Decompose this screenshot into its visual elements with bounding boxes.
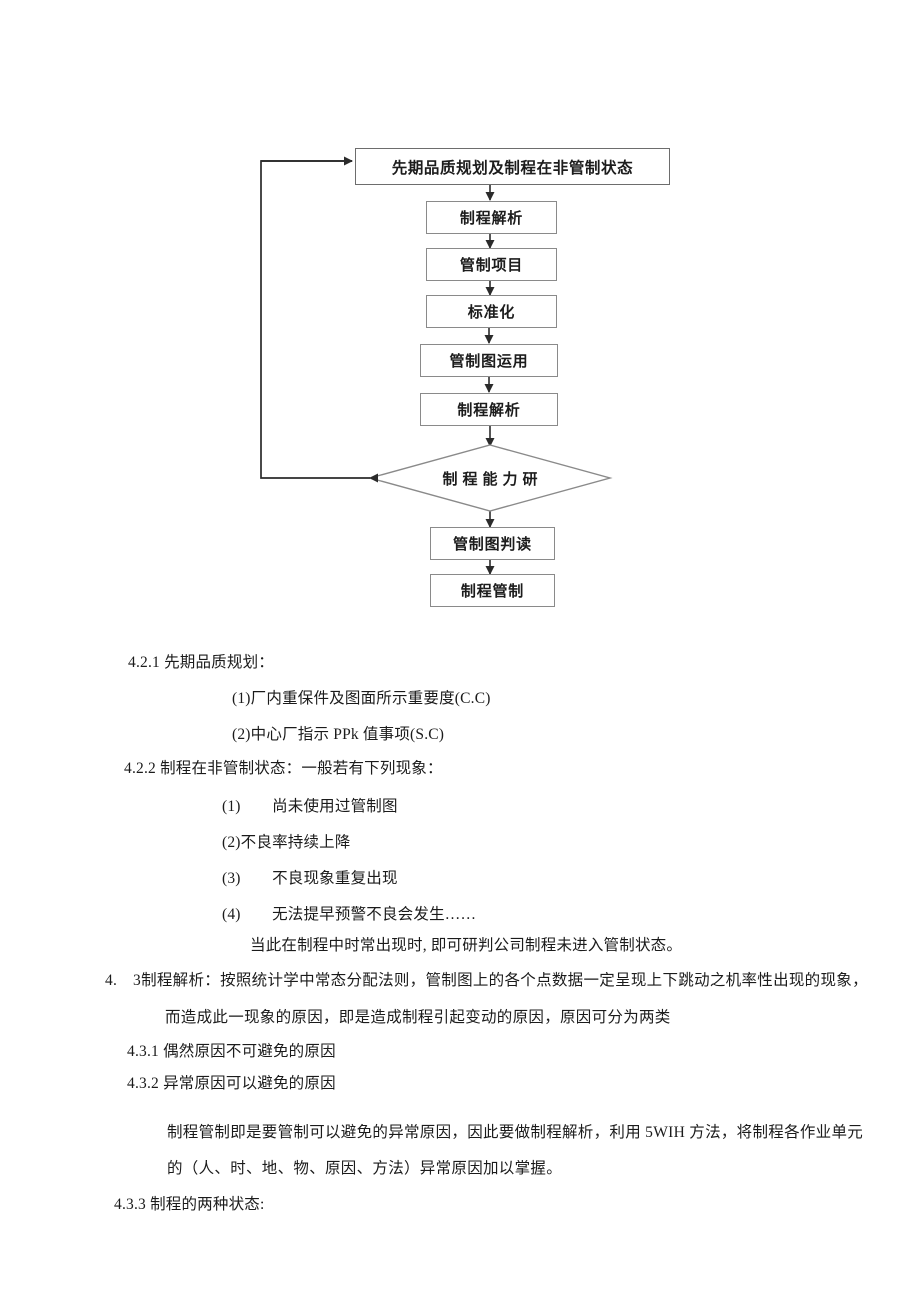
text-line-4-2-2-item-3: (3) 不良现象重复出现 xyxy=(222,870,398,887)
flow-node-process-analysis-2: 制程解析 xyxy=(420,393,558,426)
text-line-4-3-paragraph-2: 的（人、时、地、物、原因、方法）异常原因加以掌握。 xyxy=(167,1160,563,1177)
flow-node-process-control: 制程管制 xyxy=(430,574,555,607)
text-line-4-2-2-item-1: (1) 尚未使用过管制图 xyxy=(222,798,398,815)
flow-node-start: 先期品质规划及制程在非管制状态 xyxy=(355,148,670,185)
text-line-4-2-2: 4.2.2 制程在非管制状态：一般若有下列现象： xyxy=(124,760,443,777)
flow-node-chart-interpretation: 管制图判读 xyxy=(430,527,555,560)
process-flowchart: 先期品质规划及制程在非管制状态 制程解析 管制项目 标准化 管制图运用 制程解析… xyxy=(0,0,920,630)
text-line-4-3-3: 4.3.3 制程的两种状态: xyxy=(114,1196,265,1213)
text-line-4-2-2-item-4: (4) 无法提早预警不良会发生…… xyxy=(222,906,477,923)
text-line-4-3-cont: 而造成此一现象的原因，即是造成制程引起变动的原因，原因可分为两类 xyxy=(165,1009,671,1026)
text-line-4-2-1: 4.2.1 先期品质规划： xyxy=(128,654,274,671)
flow-node-control-item: 管制项目 xyxy=(426,248,557,281)
text-line-4-3-2: 4.3.2 异常原因可以避免的原因 xyxy=(127,1075,336,1092)
text-line-4-3: 4. 3制程解析：按照统计学中常态分配法则，管制图上的各个点数据一定呈现上下跳动… xyxy=(105,972,868,989)
text-line-4-2-1-item-2: (2)中心厂指示 PPk 值事项(S.C) xyxy=(232,726,445,743)
text-line-4-2-1-item-1: (1)厂内重保件及图面所示重要度(C.C) xyxy=(232,690,491,707)
text-line-4-3-paragraph-1: 制程管制即是要管制可以避免的异常原因，因此要做制程解析，利用 5WIH 方法，将… xyxy=(167,1124,864,1141)
text-line-4-2-2-item-2: (2)不良率持续上降 xyxy=(222,834,351,851)
flow-node-process-analysis-1: 制程解析 xyxy=(426,201,557,234)
text-line-4-3-1: 4.3.1 偶然原因不可避免的原因 xyxy=(127,1043,336,1060)
flow-node-capability-study-label: 制程能力研 xyxy=(442,471,543,488)
flow-node-control-chart-use: 管制图运用 xyxy=(420,344,558,377)
text-line-4-2-2-summary: 当此在制程中时常出现时, 即可研判公司制程未进入管制状态。 xyxy=(250,937,683,954)
flowchart-connectors xyxy=(260,156,613,575)
flow-node-standardization: 标准化 xyxy=(426,295,557,328)
